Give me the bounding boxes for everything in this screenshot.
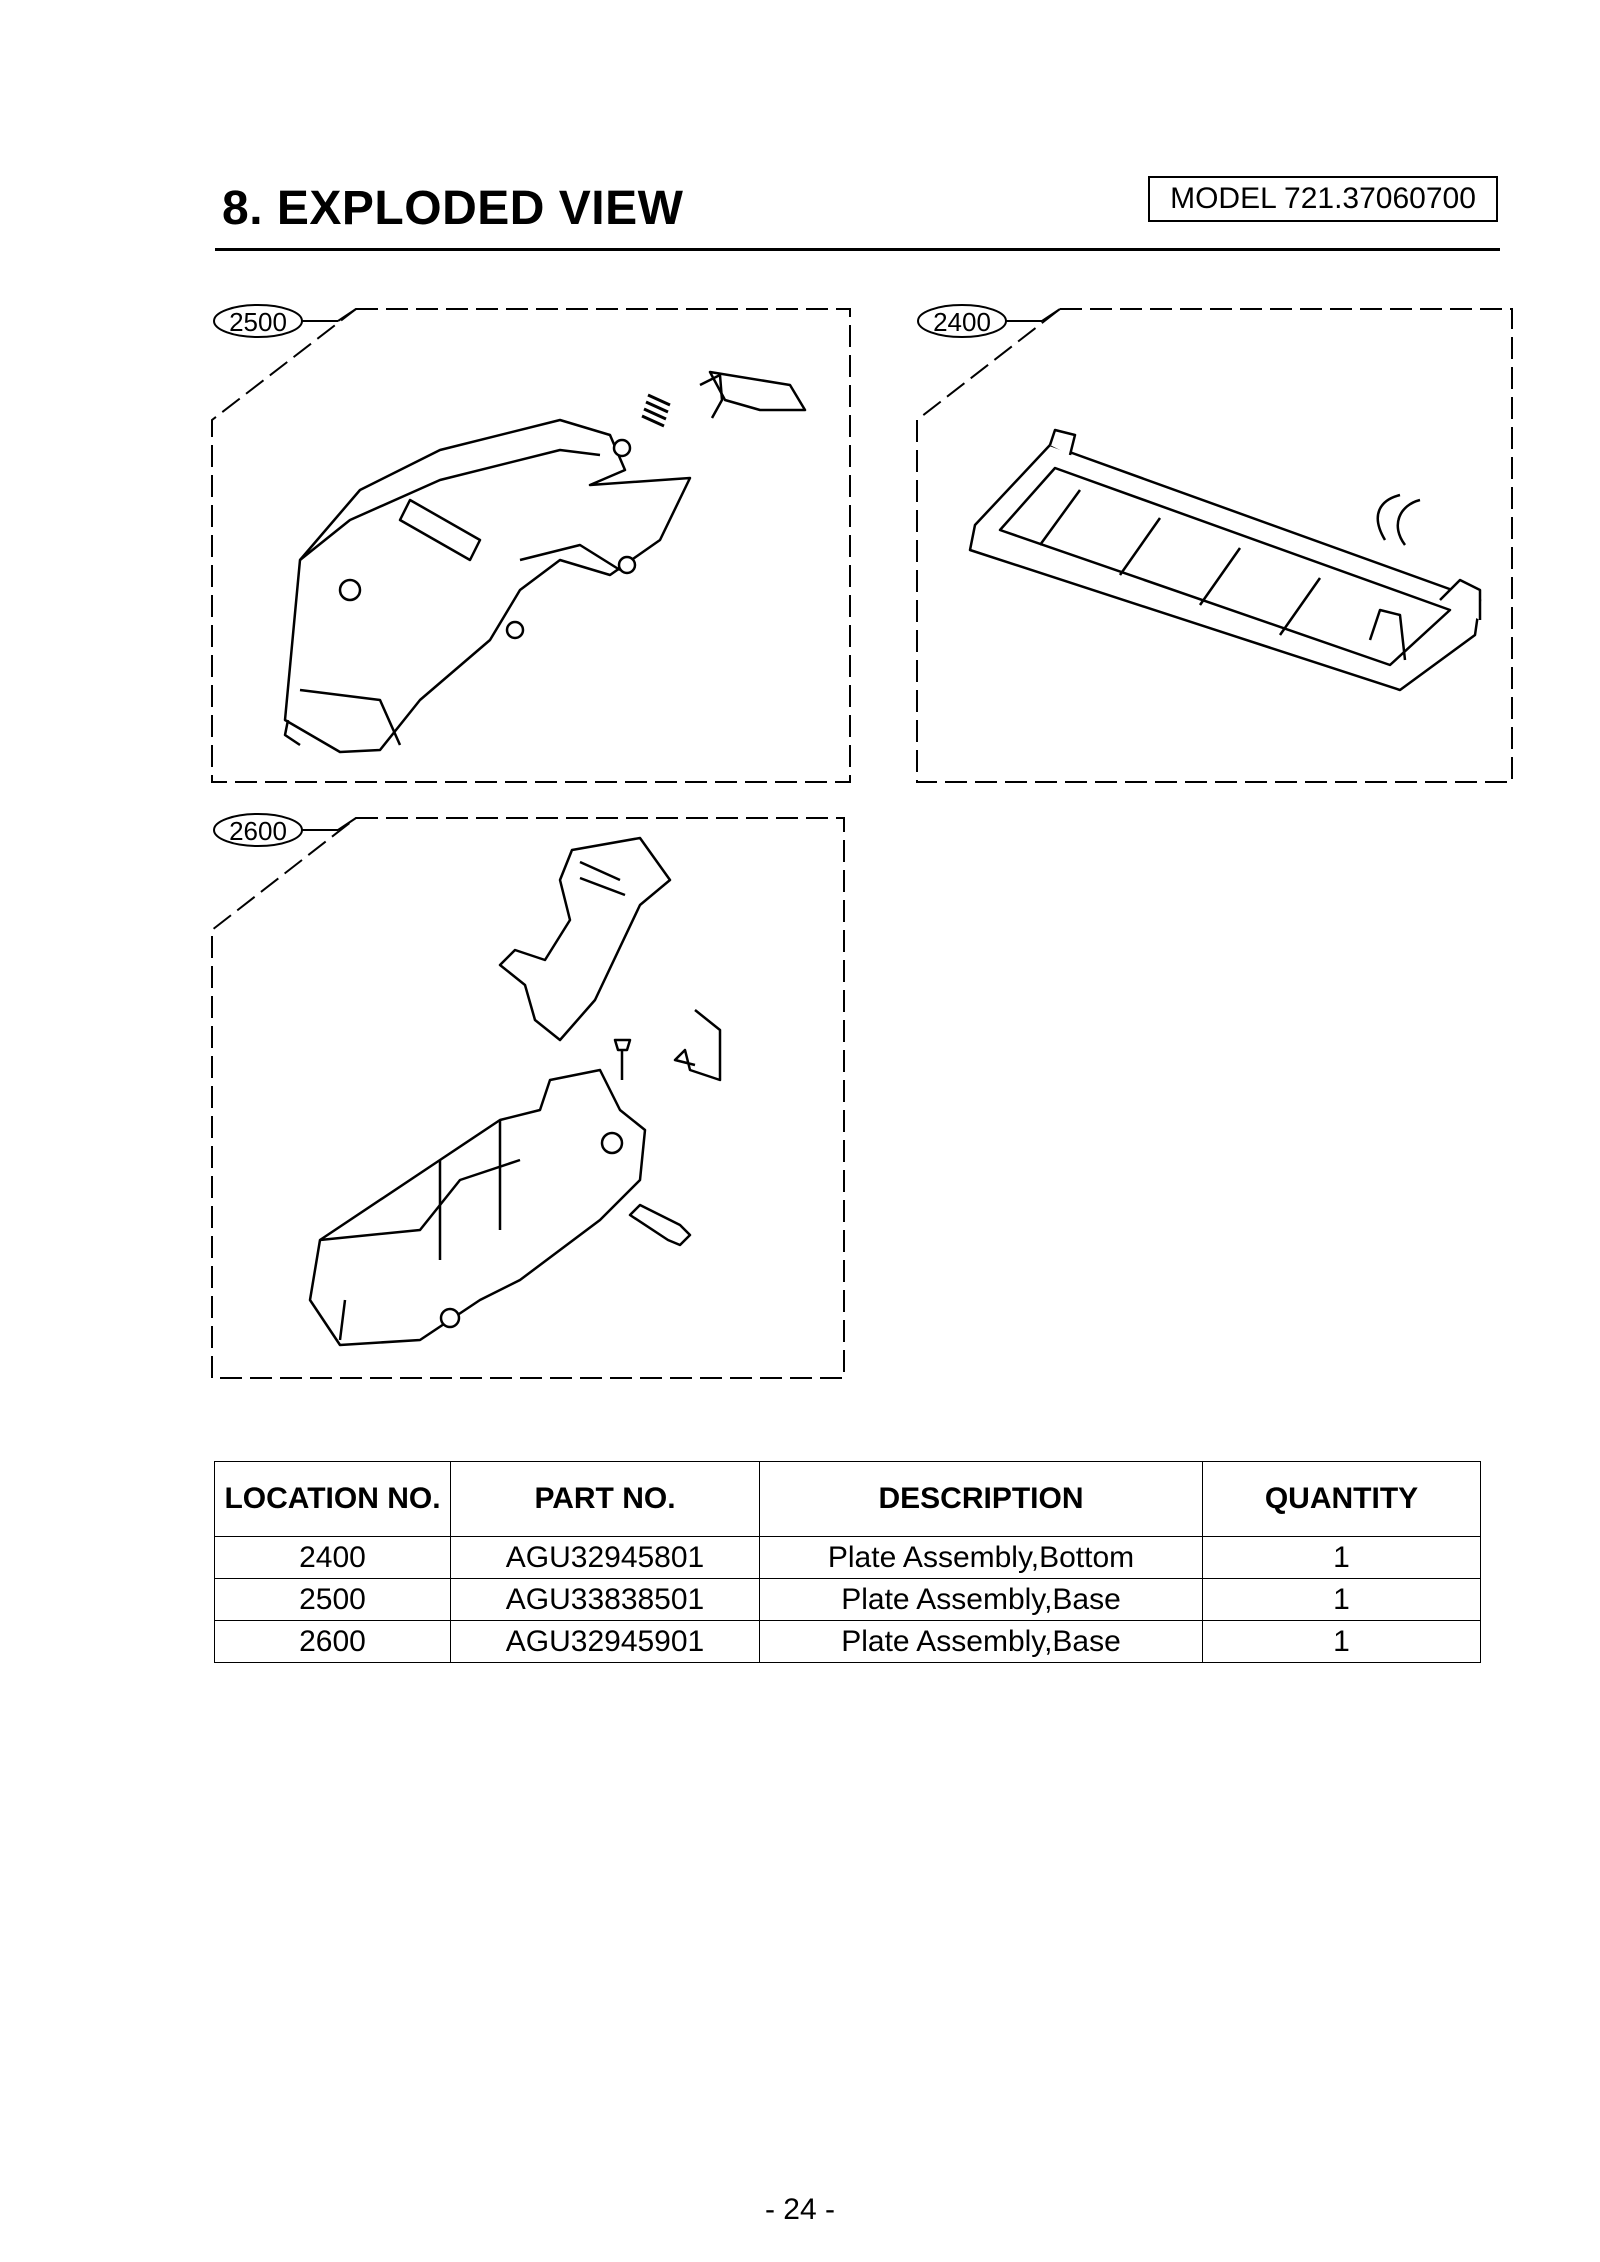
part-no-cell: AGU32945901	[450, 1620, 760, 1663]
parts-table: LOCATION NO. PART NO. DESCRIPTION QUANTI…	[214, 1461, 1481, 1663]
page-title: 8. EXPLODED VIEW	[222, 182, 684, 235]
panel-2500-border	[211, 308, 851, 783]
location-cell: 2400	[214, 1536, 451, 1579]
part-no-cell: AGU33838501	[450, 1578, 760, 1621]
title-divider	[215, 248, 1500, 251]
page-number: - 24 -	[764, 2193, 836, 2226]
panel-2400-border	[916, 308, 1513, 783]
table-row: 2600 AGU32945901 Plate Assembly,Base 1	[214, 1620, 1481, 1663]
table-row: 2500 AGU33838501 Plate Assembly,Base 1	[214, 1578, 1481, 1621]
model-number-box: MODEL 721.37060700	[1148, 176, 1498, 222]
description-cell: Plate Assembly,Base	[759, 1578, 1203, 1621]
callout-2500-label: 2500	[229, 307, 287, 337]
quantity-cell: 1	[1202, 1578, 1481, 1621]
exploded-view-diagram: 2500 2400 2600	[211, 304, 1513, 1379]
part-2600-base-plate-illustration	[308, 836, 722, 1347]
part-2500-base-plate-illustration	[283, 370, 807, 754]
panel-2600-border	[211, 817, 845, 1379]
callout-2400: 2400	[917, 304, 1007, 338]
part-2400-bottom-plate-illustration	[968, 428, 1482, 692]
part-no-cell: AGU32945801	[450, 1536, 760, 1579]
column-header-part-no: PART NO.	[450, 1461, 760, 1537]
description-cell: Plate Assembly,Base	[759, 1620, 1203, 1663]
callout-2600-label: 2600	[229, 816, 287, 846]
column-header-location: LOCATION NO.	[214, 1461, 451, 1537]
callout-2400-label: 2400	[933, 307, 991, 337]
callout-2600: 2600	[213, 813, 303, 847]
callout-2500: 2500	[213, 304, 303, 338]
quantity-cell: 1	[1202, 1620, 1481, 1663]
table-row: 2400 AGU32945801 Plate Assembly,Bottom 1	[214, 1536, 1481, 1579]
description-cell: Plate Assembly,Bottom	[759, 1536, 1203, 1579]
table-header-row: LOCATION NO. PART NO. DESCRIPTION QUANTI…	[214, 1461, 1481, 1537]
quantity-cell: 1	[1202, 1536, 1481, 1579]
location-cell: 2500	[214, 1578, 451, 1621]
location-cell: 2600	[214, 1620, 451, 1663]
column-header-quantity: QUANTITY	[1202, 1461, 1481, 1537]
column-header-description: DESCRIPTION	[759, 1461, 1203, 1537]
